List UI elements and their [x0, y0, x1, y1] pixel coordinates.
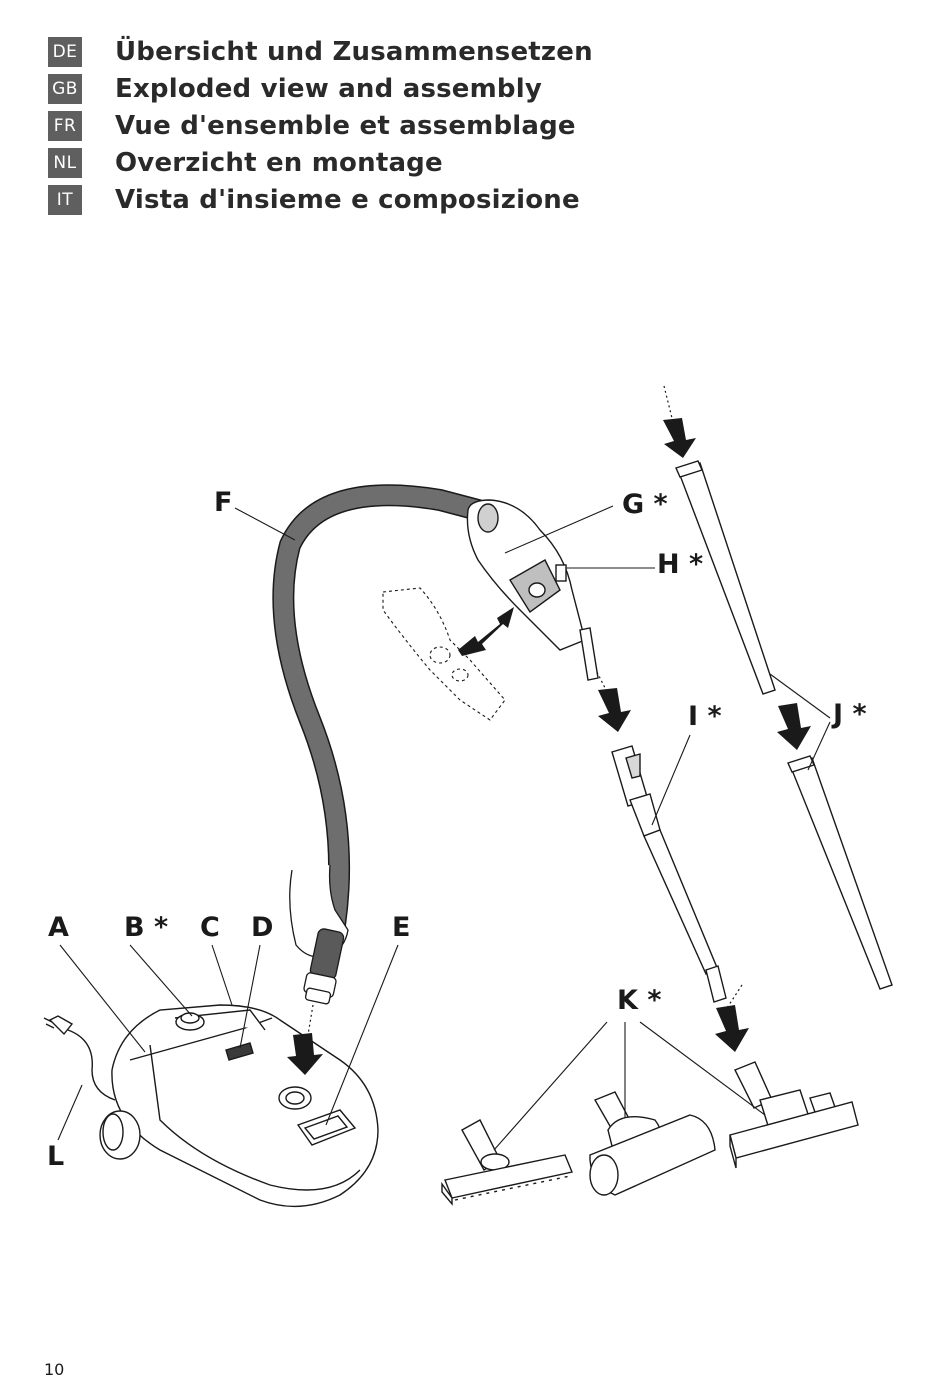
power-cord [44, 1016, 115, 1100]
page-number: 10 [44, 1360, 64, 1379]
label-d: D [251, 912, 273, 943]
handle-alternate-position [383, 588, 505, 720]
combination-nozzle [730, 1062, 858, 1168]
extension-tube-lower [788, 756, 892, 989]
label-e: E [392, 912, 410, 943]
turbo-brush-nozzle [590, 1092, 715, 1195]
arrow-down-icon [598, 688, 631, 732]
dotted-guides [308, 386, 742, 1035]
label-b: B * [124, 912, 168, 943]
hose-handle [467, 500, 598, 680]
label-g: G * [622, 489, 668, 520]
label-j: J * [831, 699, 867, 730]
assembly-arrows [287, 418, 811, 1075]
arrow-down-icon [663, 418, 696, 458]
suction-hose [283, 495, 478, 925]
vacuum-body [100, 1005, 378, 1206]
label-a: A [48, 912, 69, 943]
label-k: K * [617, 985, 661, 1016]
label-f: F [214, 487, 232, 518]
arrow-down-icon [777, 703, 811, 750]
label-c: C [200, 912, 220, 943]
suction-regulator [556, 565, 566, 581]
label-l: L [47, 1141, 64, 1172]
hard-floor-nozzle [442, 1120, 572, 1204]
label-h: H * [657, 549, 703, 580]
double-arrow-icon [458, 607, 514, 656]
label-i: I * [688, 701, 722, 732]
arrow-down-icon [715, 1005, 749, 1052]
floor-nozzles [442, 1062, 858, 1204]
